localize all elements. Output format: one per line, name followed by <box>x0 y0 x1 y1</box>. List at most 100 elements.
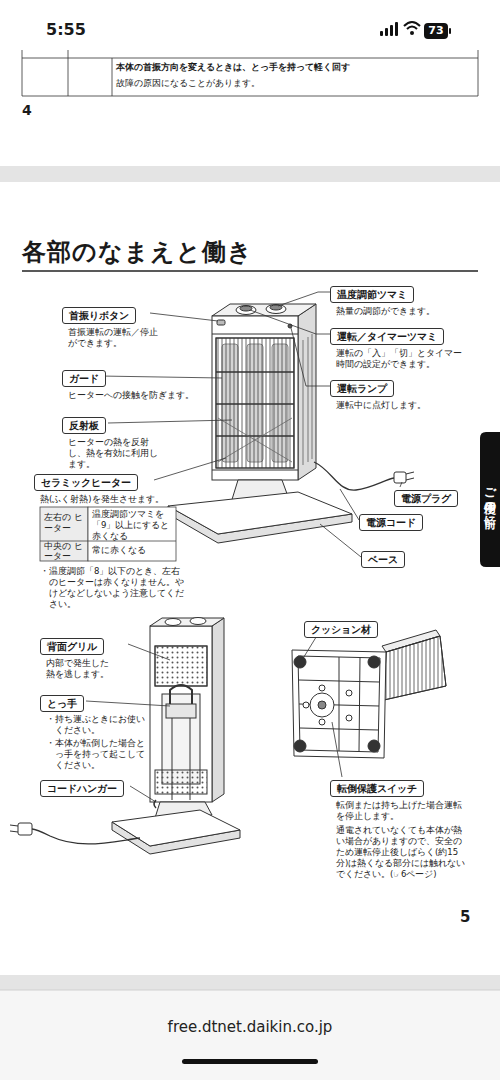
heater-bottom-view-part <box>319 685 325 691</box>
leader-lines-part <box>340 489 359 520</box>
heater-front-part <box>216 371 294 372</box>
heater-back-part <box>155 770 207 794</box>
part-description: 首振運転の運転／停止ができます。 <box>68 327 160 349</box>
status-time: 5:55 <box>46 20 106 41</box>
part-name: 運転ランプ <box>330 380 394 397</box>
page-backgrounds-part <box>0 990 500 991</box>
page-backgrounds-part <box>0 990 500 1080</box>
prev-page-table-part <box>22 96 478 97</box>
page-backgrounds-part <box>0 50 500 166</box>
status-icons-part <box>390 25 393 36</box>
heater-front-part <box>216 338 294 468</box>
heater-front-part <box>312 334 313 459</box>
page-backgrounds-part <box>0 182 500 975</box>
prev-page-table-part <box>478 50 479 96</box>
caution-text: 本体の首振方向を変えるときは、とっ手を持って軽く回す <box>116 62 476 74</box>
heater-back-part <box>165 619 181 626</box>
leader-lines-part <box>278 292 330 306</box>
part-description: 内部で発生した熱を逃します。 <box>46 658 112 680</box>
part-callout: 電源プラグ <box>394 487 458 507</box>
heater-bottom-view-part <box>384 636 446 700</box>
heater-bottom-view-part <box>346 690 352 696</box>
heater-front-part <box>216 435 294 436</box>
status-icons-part <box>380 31 383 36</box>
caution-note: 故障の原因になることがあります。 <box>116 78 476 89</box>
leader-lines-part <box>250 310 330 334</box>
part-description: ・本体が転倒した場合とっ手を持って起こしてください。 <box>46 738 147 771</box>
leader-lines-part <box>400 482 402 487</box>
table-cell: 左右の ヒーター <box>44 512 84 534</box>
status-icons-part <box>449 28 451 34</box>
status-icons-part <box>407 27 417 30</box>
heater-front-part <box>394 472 406 483</box>
part-callout: 背面グリル内部で発生した熱を逃します。 <box>40 635 112 680</box>
part-name: とっ手 <box>40 695 84 712</box>
part-name: 電源プラグ <box>394 490 458 507</box>
heater-bottom-view-part <box>292 650 386 758</box>
part-description: 転倒または持ち上げた場合運転を停止します。 <box>336 800 468 822</box>
heater-front-part <box>218 418 292 462</box>
heater-back-part <box>150 618 224 626</box>
part-callout: ガードヒーターへの接触を防ぎます。 <box>62 367 198 401</box>
heater-bottom-view <box>292 630 446 758</box>
heater-front-part <box>303 340 304 465</box>
heater-front-part <box>217 320 225 325</box>
heater-bottom-view-part <box>384 636 446 700</box>
table-cell: 中央の ヒーター <box>44 541 84 561</box>
part-name: セラミックヒーター <box>34 474 138 491</box>
heater-back-part <box>10 831 18 832</box>
leader-lines-part <box>100 376 222 378</box>
heater-bottom-view-part <box>319 719 325 725</box>
heater-front-part <box>212 304 316 316</box>
part-name: 背面グリル <box>40 638 104 655</box>
part-callout: 転倒保護スイッチ転倒または持ち上げた場合運転を停止します。通電されていなくても本… <box>330 777 468 880</box>
status-icons-part <box>424 23 448 39</box>
heater-back-part <box>212 618 224 802</box>
heater-bottom-view-part <box>359 657 360 751</box>
leader-lines-part <box>130 786 156 802</box>
heater-front-part <box>406 472 414 474</box>
heater-back <box>10 618 240 855</box>
status-icons-part <box>404 22 420 26</box>
status-icons-part <box>395 22 398 36</box>
page-number: 5 <box>460 908 480 928</box>
part-name: 反射板 <box>62 417 106 434</box>
part-name: 電源コード <box>359 514 423 531</box>
part-description: ・持ち運ぶときにお使いください。 <box>46 714 147 736</box>
status-icons-part <box>385 28 388 36</box>
heater-bottom-view-part <box>368 740 380 752</box>
heater-front-part <box>266 305 286 314</box>
page-backgrounds-part <box>0 975 500 990</box>
status-icons-part <box>410 31 414 35</box>
leader-lines-part <box>128 644 170 660</box>
url-bar: free.dtnet.daikin.co.jp <box>100 1018 400 1038</box>
side-tab-part <box>480 432 500 567</box>
heater-bottom-view-part <box>339 657 340 751</box>
heater-back-part <box>155 646 207 686</box>
part-callout: 運転／タイマーツマミ運転の「入」「切」とタイマー時間の設定ができます。 <box>330 325 466 370</box>
page-backgrounds-part <box>0 166 500 182</box>
heater-front-part <box>216 403 294 404</box>
heater-back-part <box>112 810 240 846</box>
heater-front-part <box>308 337 309 462</box>
leader-lines-part <box>86 701 170 706</box>
part-name: ベース <box>361 551 405 568</box>
leader-lines-part <box>108 420 232 423</box>
heater-bottom-view-part <box>303 702 309 708</box>
part-callout: セラミックヒーター熱(ふく射熱)を発生させます。 <box>34 471 190 505</box>
ceramic-heater-table-part <box>88 507 176 561</box>
part-name: コードハンガー <box>40 780 124 797</box>
part-description: 運転中に点灯します。 <box>336 400 446 411</box>
part-callout: 首振りボタン首振運転の運転／停止ができます。 <box>62 304 160 349</box>
part-description: 熱(ふく射熱)を発生させます。 <box>40 494 190 505</box>
heater-bottom-view-part <box>346 715 352 721</box>
heater-bottom-view-part <box>368 656 380 668</box>
heater-front-part <box>212 470 298 471</box>
leader-lines-part <box>150 313 218 321</box>
prev-page-table <box>22 50 478 96</box>
heater-back-part <box>170 685 192 706</box>
part-callout: 運転ランプ運転中に点灯します。 <box>330 377 446 411</box>
heater-bottom-view-part <box>298 656 380 752</box>
